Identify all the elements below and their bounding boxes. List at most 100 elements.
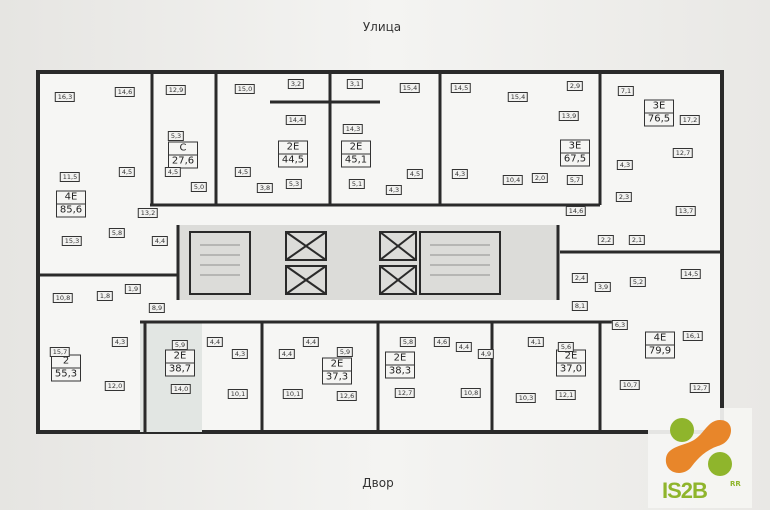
room-area-label: 4,4 [455,342,473,352]
apartment-type: 2Е [342,142,370,155]
room-area-label: 12,6 [336,391,358,401]
apartment-type: 3Е [645,101,673,114]
apartment-type: 2Е [323,359,351,372]
apartment-area: 76,5 [647,113,671,125]
apartment-area: 37,0 [559,363,583,375]
room-area-label: 4,1 [527,337,545,347]
apartment-type: 2Е [557,351,585,364]
room-area-label: 15,4 [507,92,529,102]
apartment-area: 85,6 [59,204,83,216]
apartment-type: 2Е [279,142,307,155]
apartment-area: 45,1 [344,154,368,166]
room-area-label: 5,0 [190,182,208,192]
apartment-type: С [169,143,197,156]
apartment-area: 37,3 [325,371,349,383]
room-area-label: 3,1 [346,79,364,89]
room-area-label: 5,6 [557,342,575,352]
apartment-area: 38,3 [388,365,412,377]
apartment-area: 44,5 [281,154,305,166]
room-area-label: 4,5 [234,167,252,177]
room-area-label: 4,4 [206,337,224,347]
room-area-label: 16,1 [682,331,704,341]
room-area-label: 12,1 [555,390,577,400]
room-area-label: 10,7 [619,380,641,390]
room-area-label: 14,4 [285,115,307,125]
apartment-type: 2 [52,356,80,369]
room-area-label: 5,3 [167,131,185,141]
room-area-label: 5,9 [171,340,189,350]
room-area-label: 2,1 [628,235,646,245]
room-area-label: 4,5 [118,167,136,177]
room-area-label: 14,6 [114,87,136,97]
room-area-label: 2,2 [597,235,615,245]
room-area-label: 7,1 [617,86,635,96]
logo-text: IS2B [662,478,708,503]
room-area-label: 14,3 [342,124,364,134]
room-area-label: 14,0 [170,384,192,394]
room-area-label: 4,5 [164,167,182,177]
room-area-label: 14,5 [680,269,702,279]
room-area-label: 13,9 [558,111,580,121]
room-area-label: 15,7 [49,347,71,357]
room-area-label: 8,1 [571,301,589,311]
apartment-type: 3Е [561,141,589,154]
room-area-label: 17,2 [679,115,701,125]
room-area-label: 10,3 [515,393,537,403]
room-area-label: 11,5 [59,172,81,182]
room-area-label: 5,8 [399,337,417,347]
room-area-label: 4,3 [451,169,469,179]
room-area-label: 13,2 [137,208,159,218]
room-area-label: 10,8 [52,293,74,303]
room-area-label: 12,7 [672,148,694,158]
room-area-label: 15,4 [399,83,421,93]
room-area-label: 5,9 [336,347,354,357]
room-area-label: 2,4 [571,273,589,283]
room-area-label: 15,0 [234,84,256,94]
yard-label: Двор [362,476,394,490]
apartment-area: 67,5 [563,153,587,165]
room-area-label: 4,6 [433,337,451,347]
apartment-type: 2Е [386,353,414,366]
room-area-label: 12,9 [165,85,187,95]
room-area-label: 4,9 [477,349,495,359]
apartment-area: 38,7 [168,363,192,375]
room-area-label: 5,3 [285,179,303,189]
logo-sup: RR [730,480,741,488]
room-area-label: 3,2 [287,79,305,89]
room-area-label: 12,7 [394,388,416,398]
apartment-area: 55,3 [54,368,78,380]
room-area-label: 3,8 [256,183,274,193]
room-area-label: 4,3 [616,160,634,170]
room-area-label: 2,3 [615,192,633,202]
room-area-label: 12,0 [104,381,126,391]
room-area-label: 1,8 [96,291,114,301]
room-area-label: 10,4 [502,175,524,185]
room-area-label: 4,4 [302,337,320,347]
room-area-label: 2,9 [566,81,584,91]
room-area-label: 4,3 [111,337,129,347]
room-area-label: 13,7 [675,206,697,216]
room-area-label: 5,2 [629,277,647,287]
room-area-label: 3,9 [594,282,612,292]
room-area-label: 1,9 [124,284,142,294]
room-area-label: 6,3 [611,320,629,330]
room-area-label: 16,3 [54,92,76,102]
room-area-label: 10,1 [227,389,249,399]
core-area [178,225,558,300]
apartment-type: 2Е [166,351,194,364]
apartment-area: 27,6 [171,155,195,167]
apartment-type: 4Е [57,192,85,205]
room-area-label: 4,4 [278,349,296,359]
